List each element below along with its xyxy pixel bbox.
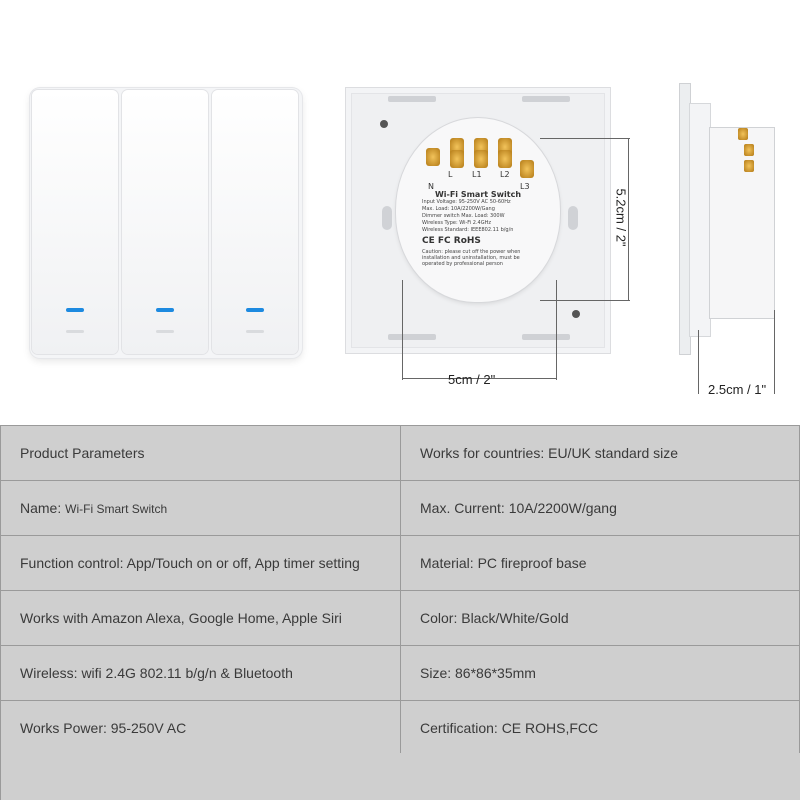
spec-cell: Name: Wi-Fi Smart Switch (0, 480, 401, 536)
mount-slot (522, 96, 570, 102)
module-spec-line: Max. Load: 10A/2200W/Gang (422, 206, 495, 212)
terminal-screw (450, 150, 464, 168)
table-footer-strip (0, 753, 800, 800)
module-label: Wi-Fi Smart Switch Input Voltage: 95-250… (422, 190, 534, 267)
side-terminal (744, 144, 754, 156)
module-spec-line: Wireless Type: Wi-Fi 2.4GHz (422, 220, 491, 226)
product-figure: L L1 L2 N L3 Wi-Fi Smart Switch Input Vo… (30, 84, 775, 397)
mount-slot (388, 96, 436, 102)
rocker-button-1 (32, 90, 118, 354)
spec-cell: Certification: CE ROHS,FCC (400, 700, 800, 756)
name-label: Name: (20, 500, 66, 516)
table-row: Function control: App/Touch on or off, A… (0, 535, 800, 591)
depth-dimension-label: 2.5cm / 1" (708, 382, 767, 397)
product-specs-table: Product Parameters Works for countries: … (0, 425, 800, 756)
terminal-label-n: N (428, 182, 434, 191)
module-title: Wi-Fi Smart Switch (434, 190, 522, 199)
screw-hole (382, 206, 392, 230)
dim-tick (402, 280, 403, 380)
caution-text: Caution: please cut off the power when i… (422, 249, 521, 267)
spec-cell: Works with Amazon Alexa, Google Home, Ap… (0, 590, 401, 646)
spec-cell: Product Parameters (0, 425, 401, 481)
spec-cell: Works for countries: EU/UK standard size (400, 425, 800, 481)
width-dimension-line (402, 378, 557, 379)
terminal-label-l3: L3 (520, 182, 530, 191)
table-row: Works with Amazon Alexa, Google Home, Ap… (0, 590, 800, 646)
switch-side-view (680, 84, 690, 354)
table-row: Name: Wi-Fi Smart Switch Max. Current: 1… (0, 480, 800, 536)
led-lens (156, 330, 174, 333)
led-lens (246, 330, 264, 333)
module-spec-line: Wireless Standard: IEEE802.11 b/g/n (422, 227, 514, 233)
cert-marks: CE FC RoHS (422, 236, 481, 246)
table-row: Product Parameters Works for countries: … (0, 425, 800, 481)
led-lens (66, 330, 84, 333)
table-row: Works Power: 95-250V AC Certification: C… (0, 700, 800, 756)
spec-cell: Wireless: wifi 2.4G 802.11 b/g/n & Bluet… (0, 645, 401, 701)
terminal-screw (426, 148, 440, 166)
spec-cell: Size: 86*86*35mm (400, 645, 800, 701)
height-dimension-line (628, 138, 629, 301)
mount-slot (522, 334, 570, 340)
terminal-label-l1: L1 (472, 170, 482, 179)
screw-dot (572, 310, 580, 318)
side-terminal (738, 128, 748, 140)
spec-cell: Material: PC fireproof base (400, 535, 800, 591)
side-terminal (744, 160, 754, 172)
dim-tick (540, 300, 630, 301)
spec-cell: Max. Current: 10A/2200W/gang (400, 480, 800, 536)
dim-tick (698, 330, 699, 394)
spec-cell: Function control: App/Touch on or off, A… (0, 535, 401, 591)
side-body (690, 104, 710, 336)
module-spec-line: Input Voltage: 95-250V AC 50-60Hz (422, 199, 511, 205)
table-row: Wireless: wifi 2.4G 802.11 b/g/n & Bluet… (0, 645, 800, 701)
name-value: Wi-Fi Smart Switch (65, 502, 168, 516)
led-indicator (156, 308, 174, 312)
screw-hole (568, 206, 578, 230)
led-indicator (246, 308, 264, 312)
led-indicator (66, 308, 84, 312)
terminal-label-l: L (448, 170, 453, 179)
spec-cell: Color: Black/White/Gold (400, 590, 800, 646)
terminal-label-l2: L2 (500, 170, 510, 179)
dim-tick (556, 280, 557, 380)
mount-slot (388, 334, 436, 340)
spec-cell: Works Power: 95-250V AC (0, 700, 401, 756)
terminal-screw (498, 150, 512, 168)
height-dimension-label: 5.2cm / 2" (613, 188, 629, 247)
screw-dot (380, 120, 388, 128)
terminal-screw (474, 150, 488, 168)
rocker-button-2 (122, 90, 208, 354)
side-module (710, 128, 774, 318)
switch-front-view (30, 88, 302, 358)
module-spec-line: Dimmer switch Max. Load: 300W (422, 213, 505, 219)
terminal-screw (520, 160, 534, 178)
dim-tick (774, 310, 775, 394)
dim-tick (540, 138, 630, 139)
width-dimension-label: 5cm / 2" (448, 372, 496, 387)
rocker-button-3 (212, 90, 298, 354)
